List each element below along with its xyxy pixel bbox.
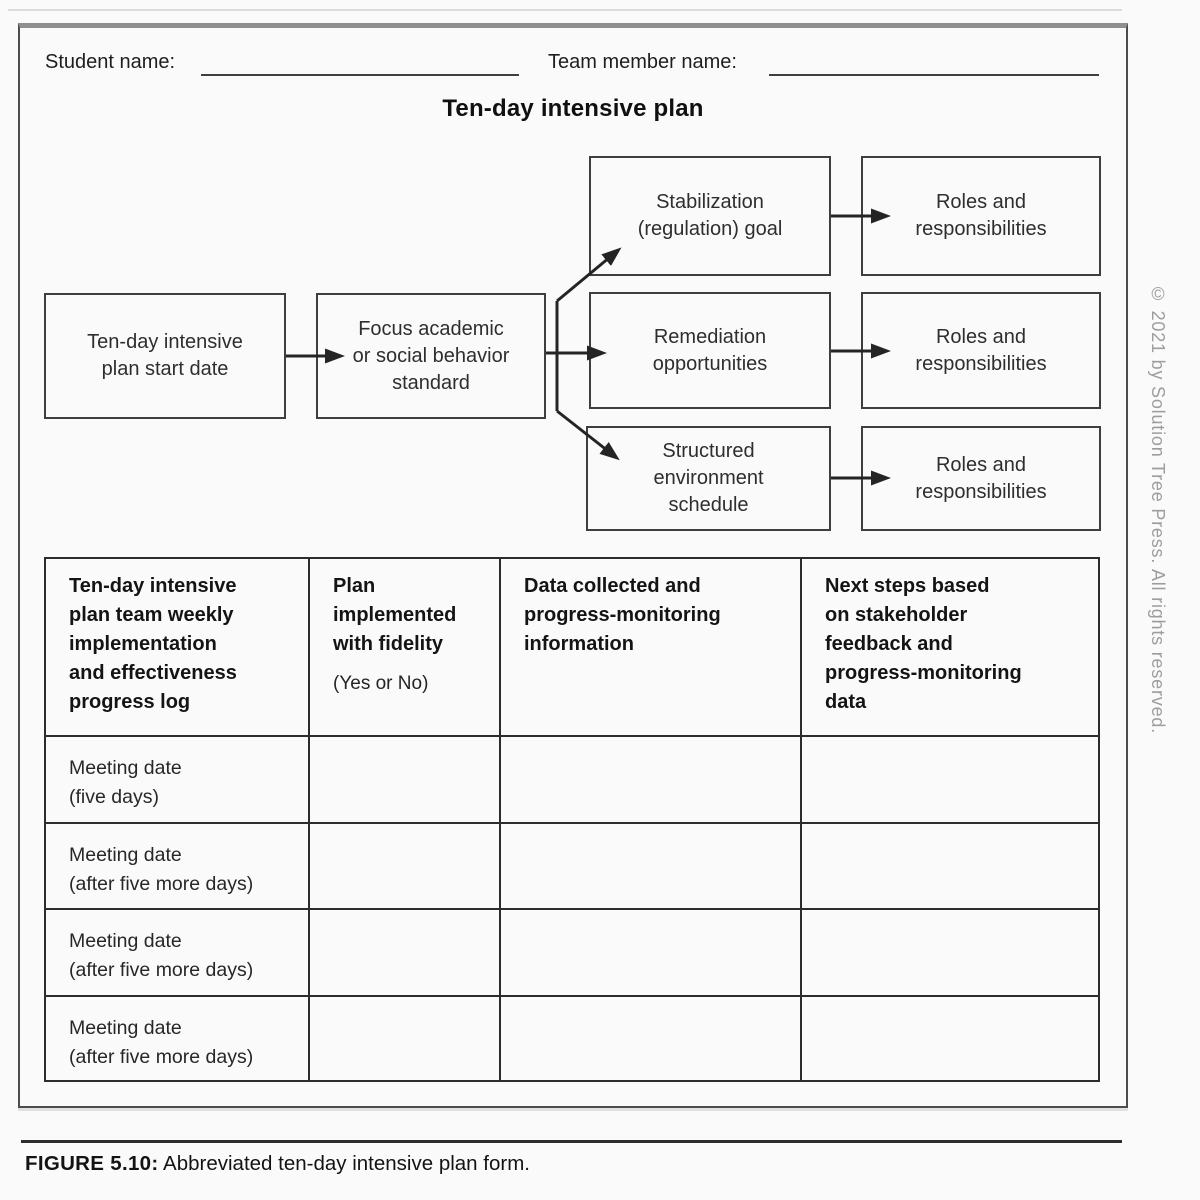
flow-box-focus-standard: Focus academic or social behavior standa… [316,293,546,419]
cell-fidelity-3 [310,910,501,997]
col-header-next-steps: Next steps based on stakeholder feedback… [802,559,1098,737]
cell-next-steps-1 [802,737,1098,824]
meeting-date-detail: (after five more days) [69,873,254,895]
flow-box-start-date: Ten-day intensive plan start date [44,293,286,419]
flow-box-roles-responsibilities-3: Roles and responsibilities [861,426,1101,531]
meeting-date-label: Meeting date [69,757,182,779]
col-header-progress-log: Ten-day intensive plan team weekly imple… [46,559,310,737]
row-label-meeting-4: Meeting date (after five more days) [46,997,310,1080]
team-member-name-blank-line [769,74,1099,76]
cell-fidelity-1 [310,737,501,824]
flow-box-structured-environment: Structured environment schedule [586,426,831,531]
meeting-date-detail: (five days) [69,786,159,808]
cell-next-steps-3 [802,910,1098,997]
meeting-date-label: Meeting date [69,930,182,952]
cell-data-collected-2 [501,824,802,910]
col-header-fidelity: Plan implemented with fidelity (Yes or N… [310,559,501,737]
col-header-fidelity-title: Plan implemented with fidelity [333,575,457,655]
figure-caption-text: Abbreviated ten-day intensive plan form. [163,1152,530,1175]
student-name-blank-line [201,74,519,76]
cell-data-collected-4 [501,997,802,1080]
meeting-date-label: Meeting date [69,844,182,866]
figure-caption: FIGURE 5.10: Abbreviated ten-day intensi… [25,1152,530,1176]
team-member-name-label: Team member name: [548,51,737,73]
student-name-label: Student name: [45,51,176,73]
row-label-meeting-3: Meeting date (after five more days) [46,910,310,997]
figure-caption-label: FIGURE 5.10: [25,1152,159,1175]
flow-box-stabilization-goal: Stabilization (regulation) goal [589,156,831,276]
scan-artifact-line [8,9,1122,11]
meeting-date-label: Meeting date [69,1017,182,1039]
caption-divider-rule [21,1140,1122,1143]
col-header-data-collected: Data collected and progress-monitoring i… [501,559,802,737]
flow-box-roles-responsibilities-1: Roles and responsibilities [861,156,1101,276]
progress-log-table: Ten-day intensive plan team weekly imple… [44,557,1100,1082]
flow-box-remediation-opportunities: Remediation opportunities [589,292,831,409]
cell-next-steps-4 [802,997,1098,1080]
row-label-meeting-2: Meeting date (after five more days) [46,824,310,910]
form-title: Ten-day intensive plan [442,95,704,122]
meeting-date-detail: (after five more days) [69,1046,254,1068]
meeting-date-detail: (after five more days) [69,959,254,981]
cell-fidelity-2 [310,824,501,910]
cell-next-steps-2 [802,824,1098,910]
form-outer-border [18,23,1128,1108]
copyright-notice: © 2021 by Solution Tree Press. All right… [1148,284,1168,734]
cell-fidelity-4 [310,997,501,1080]
col-header-fidelity-note: (Yes or No) [333,673,429,694]
cell-data-collected-1 [501,737,802,824]
cell-data-collected-3 [501,910,802,997]
row-label-meeting-1: Meeting date (five days) [46,737,310,824]
flow-box-roles-responsibilities-2: Roles and responsibilities [861,292,1101,409]
